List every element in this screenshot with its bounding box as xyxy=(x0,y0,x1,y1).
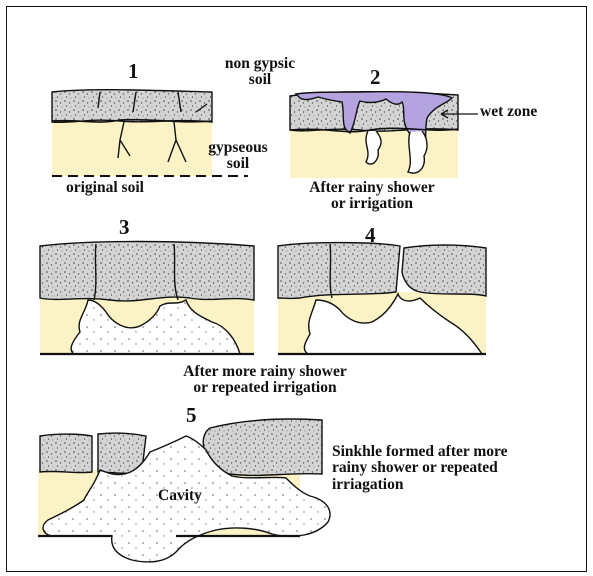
stage-4-topsoil-right xyxy=(402,245,486,296)
wet-zone-label: wet zone xyxy=(480,104,537,120)
stage-5-topsoil-slab xyxy=(203,419,322,475)
stage-1-topsoil-layer xyxy=(52,90,212,123)
stage-3-4-caption-line-2: or repeated irrigation xyxy=(140,380,390,396)
stage-2-panel xyxy=(290,92,478,178)
stage-2-caption-line-2: or irrigation xyxy=(284,196,460,212)
gypseous-soil-label: gypseous soil xyxy=(196,140,280,173)
sinkhole-caption-line-1: Sinkhle formed after more xyxy=(332,444,508,460)
stage-3-4-caption: After more rainy shower or repeated irri… xyxy=(140,364,390,397)
stage-5-number: 5 xyxy=(186,404,197,426)
stage-3-4-caption-line-1: After more rainy shower xyxy=(140,364,390,380)
non-gypsic-line-2: soil xyxy=(200,72,320,88)
stage-4-panel xyxy=(278,243,486,354)
stage-3-panel xyxy=(40,242,254,355)
sinkhole-caption: Sinkhle formed after more rainy shower o… xyxy=(332,444,508,493)
sinkhole-caption-line-2: rainy shower or repeated xyxy=(332,460,508,476)
gypseous-line-2: soil xyxy=(196,156,280,172)
gypseous-line-1: gypseous xyxy=(196,140,280,156)
stage-2-number: 2 xyxy=(370,66,381,88)
non-gypsic-soil-label: non gypsic soil xyxy=(200,56,320,89)
stage-4-number: 4 xyxy=(365,224,376,246)
cavity-label: Cavity xyxy=(158,488,202,504)
stage-1-caption: original soil xyxy=(66,180,144,196)
stage-1-number: 1 xyxy=(128,60,139,82)
stage-4-topsoil-left xyxy=(278,243,400,299)
non-gypsic-line-1: non gypsic xyxy=(200,56,320,72)
stage-1-gypseous-layer xyxy=(52,120,212,176)
stage-3-number: 3 xyxy=(119,216,130,238)
stage-5-topsoil-block-a xyxy=(40,434,92,472)
stage-2-caption-line-1: After rainy shower xyxy=(284,180,460,196)
stage-3-topsoil-layer xyxy=(40,242,254,301)
stage-2-caption: After rainy shower or irrigation xyxy=(284,180,460,213)
sinkhole-caption-line-3: irriagation xyxy=(332,477,508,493)
